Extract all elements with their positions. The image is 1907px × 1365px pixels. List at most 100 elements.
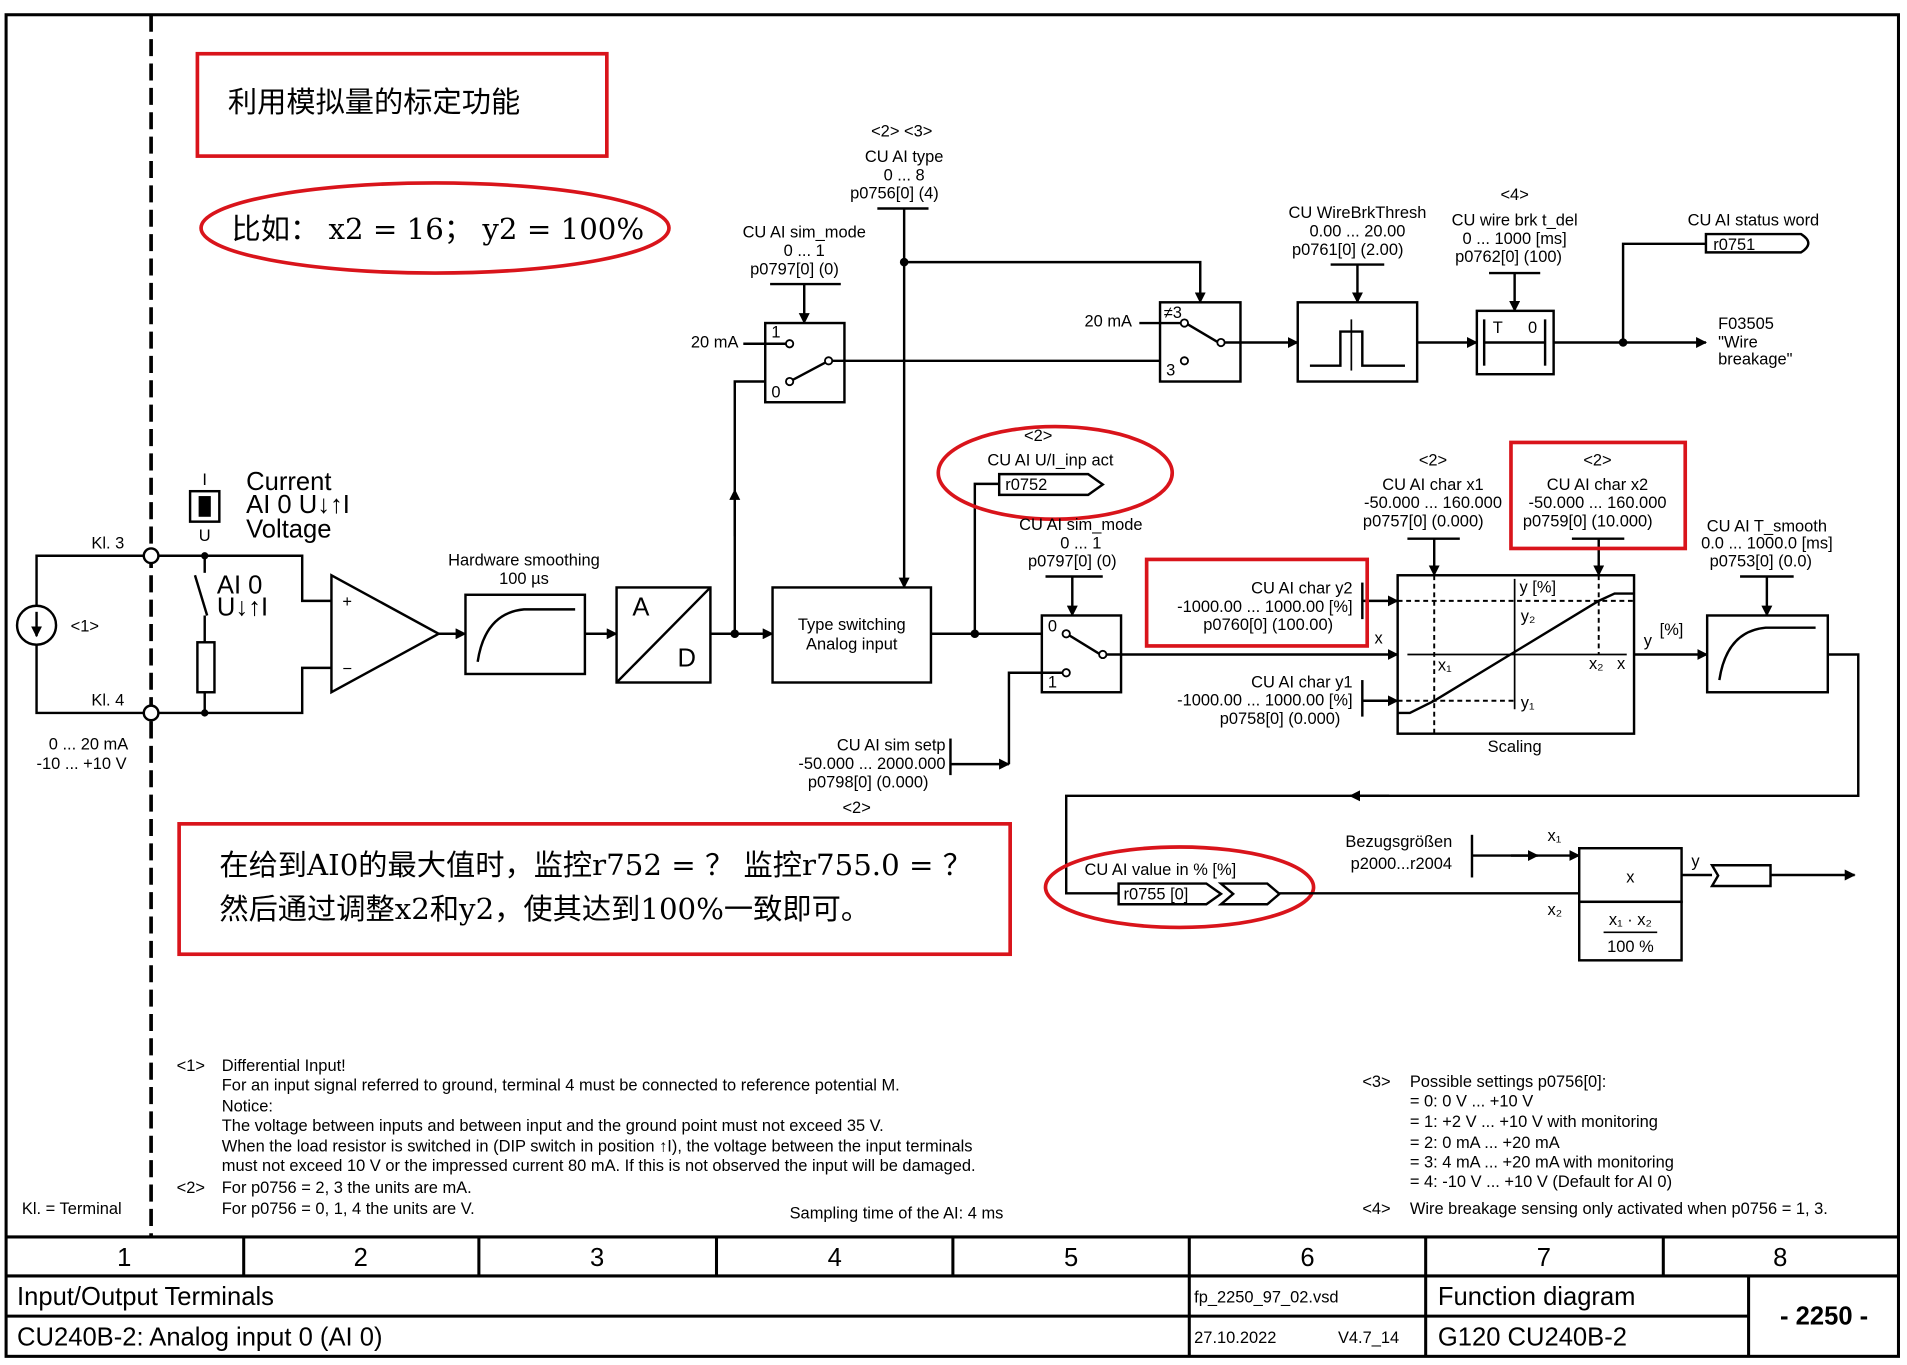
type-switching-line2: Analog input [806, 636, 898, 654]
dip-u: U [199, 527, 211, 545]
fault-line2: "Wire [1718, 333, 1758, 351]
ai-type-name: CU AI type [865, 148, 944, 166]
status-word-name: CU AI status word [1688, 212, 1820, 230]
ai0-ui-label: U↓↑I [217, 593, 268, 621]
ai0-dip-label: AI 0 U↓↑I [246, 491, 350, 519]
page-number: - 2250 - [1780, 1303, 1868, 1331]
char-x1-param-value: p0757[0] (0.000) [1363, 513, 1484, 531]
sim-mode-2-range: 0 ... 1 [1060, 534, 1101, 552]
inp-act-param: r0752 [1005, 476, 1047, 494]
char-x1-param: <2> CU AI char x1 -50.000 ... 160.000 p0… [1363, 452, 1502, 577]
note3-line: = 0: 0 V ... +10 V [1410, 1093, 1533, 1111]
note3-line: = 3: 4 mA ... +20 mA with monitoring [1410, 1153, 1674, 1171]
wbd-t: T [1493, 319, 1503, 337]
status-word-connector: CU AI status word r0751 [1688, 212, 1820, 254]
char-x1-ref: <2> [1419, 452, 1447, 470]
footnotes: <1> Differential Input! For an input sig… [177, 1057, 1828, 1222]
inp-act-ref: <2> [1024, 427, 1052, 445]
sim1-in1: 1 [771, 324, 780, 342]
version: V4.7_14 [1338, 1329, 1399, 1347]
differential-amplifier [330, 573, 442, 695]
column-number: 1 [117, 1244, 131, 1272]
type-switching-block: Type switching Analog input [771, 586, 933, 684]
char-x2-range: -50.000 ... 160.000 [1528, 494, 1666, 512]
file-name: fp_2250_97_02.vsd [1194, 1289, 1338, 1307]
fault-code: F03505 [1718, 315, 1774, 333]
wbd-ref: <4> [1500, 186, 1528, 204]
sim2-in1: 1 [1048, 673, 1057, 691]
note4-ref: <4> [1362, 1200, 1390, 1218]
mult-y: y [1691, 852, 1700, 870]
note3-line: Possible settings p0756[0]: [1410, 1073, 1606, 1091]
current-label: Current [246, 468, 331, 496]
wbd-range: 0 ... 1000 [ms] [1463, 230, 1567, 248]
pt1-curve-icon [1718, 626, 1816, 681]
kl4-label: Kl. 4 [91, 692, 124, 710]
note-ref-1: <1> [71, 617, 99, 635]
mult-x1: x₁ [1548, 827, 1562, 845]
char-y2-param: CU AI char y2 -1000.00 ... 1000.00 [%] p… [1144, 557, 1399, 648]
note3-line: = 2: 0 mA ... +20 mA [1410, 1134, 1560, 1152]
char-x1-name: CU AI char x1 [1382, 476, 1483, 494]
multiplier-block: Bezugsgrößen p2000...r2004 x₁ x₂ x x₁ · … [1345, 827, 1856, 962]
char-y2-param-value: p0760[0] (100.00) [1203, 616, 1333, 634]
wbt-range: 0.00 ... 20.00 [1309, 223, 1405, 241]
mult-formula: x₁ · x₂ [1609, 911, 1652, 929]
sim-mode-1-param: p0797[0] (0) [750, 260, 839, 278]
adc-block: A D [615, 380, 790, 684]
hw-smoothing-value: 100 µs [499, 570, 549, 588]
ai-type-param: <2> <3> CU AI type 0 ... 8 p0756[0] (4) [850, 123, 1206, 589]
char-x2-param-value: p0759[0] (10.000) [1523, 513, 1653, 531]
wbt-name: CU WireBrkThresh [1288, 204, 1426, 222]
sim-mode-switch-2: CU AI sim_mode 0 ... 1 p0797[0] (0) 0 1 [1007, 516, 1399, 765]
sim1-20ma: 20 mA [691, 333, 739, 351]
note1-line: Notice: [222, 1097, 273, 1115]
adc-a: A [632, 593, 650, 621]
terminal-kl4 [142, 704, 160, 722]
scaling-curve [1397, 592, 1635, 715]
sim-setpoint-param: CU AI sim setp -50.000 ... 2000.000 p079… [798, 737, 1011, 817]
note3-ref: <3> [1362, 1073, 1390, 1091]
note2-ref: <2> [177, 1179, 205, 1197]
range-v: -10 ... +10 V [37, 755, 127, 773]
column-number: 5 [1064, 1244, 1078, 1272]
wire-break-threshold-block: CU WireBrkThresh 0.00 ... 20.00 p0761[0]… [1288, 204, 1478, 383]
adc-d: D [678, 645, 696, 673]
status-word-param: r0751 [1713, 236, 1755, 254]
sim1-in0: 0 [771, 383, 780, 401]
wire-break-delay-block: <4> CU wire brk t_del 0 ... 1000 [ms] p0… [1452, 186, 1708, 376]
note2-line: For p0756 = 0, 1, 4 the units are V. [222, 1200, 475, 1218]
terminals: Kl. 3 Kl. 4 <1> 0 ... 20 mA -10 ... +10 … [15, 468, 467, 1218]
column-number: 8 [1773, 1244, 1787, 1272]
annotation-example: 比如： x2 = 16； y2 = 100% [199, 181, 671, 275]
date: 27.10.2022 [1194, 1329, 1276, 1347]
t-smooth-param: p0753[0] (0.0) [1710, 553, 1812, 571]
sim-mode-2-param: p0797[0] (0) [1028, 553, 1117, 571]
scaling-y1: y₁ [1521, 694, 1535, 712]
range-ma: 0 ... 20 mA [49, 736, 129, 754]
wire-break-switch: ≠3 3 20 mA [1084, 301, 1299, 383]
terminal-legend: Kl. = Terminal [22, 1200, 122, 1218]
mult-x2: x₂ [1548, 901, 1563, 919]
ws-ne3: ≠3 [1164, 304, 1182, 322]
note1-line: When the load resistor is switched in (D… [222, 1138, 973, 1156]
wbd-zero: 0 [1528, 319, 1537, 337]
note1-line: Differential Input! [222, 1057, 346, 1075]
scaling-x1: x₁ [1438, 656, 1452, 674]
ref-quantities-params: p2000...r2004 [1351, 855, 1452, 873]
char-x2-param: <2> CU AI char x2 -50.000 ... 160.000 p0… [1509, 440, 1688, 577]
column-number: 7 [1537, 1244, 1551, 1272]
sim-setp-param: p0798[0] (0.000) [808, 773, 929, 791]
ws-20ma: 20 mA [1084, 313, 1132, 331]
char-y1-range: -1000.00 ... 1000.00 [%] [1177, 692, 1352, 710]
sim-setp-name: CU AI sim setp [837, 737, 946, 755]
scaling-x-in: x [1375, 630, 1384, 648]
t-smooth-range: 0.0 ... 1000.0 [ms] [1701, 534, 1833, 552]
scaling-y-out: y [1644, 632, 1653, 650]
type-switching-line1: Type switching [798, 616, 906, 634]
note1-ref: <1> [177, 1057, 205, 1075]
column-number: 6 [1300, 1244, 1314, 1272]
annotation-title: 利用模拟量的标定功能 [228, 85, 520, 119]
char-x1-range: -50.000 ... 160.000 [1364, 494, 1502, 512]
